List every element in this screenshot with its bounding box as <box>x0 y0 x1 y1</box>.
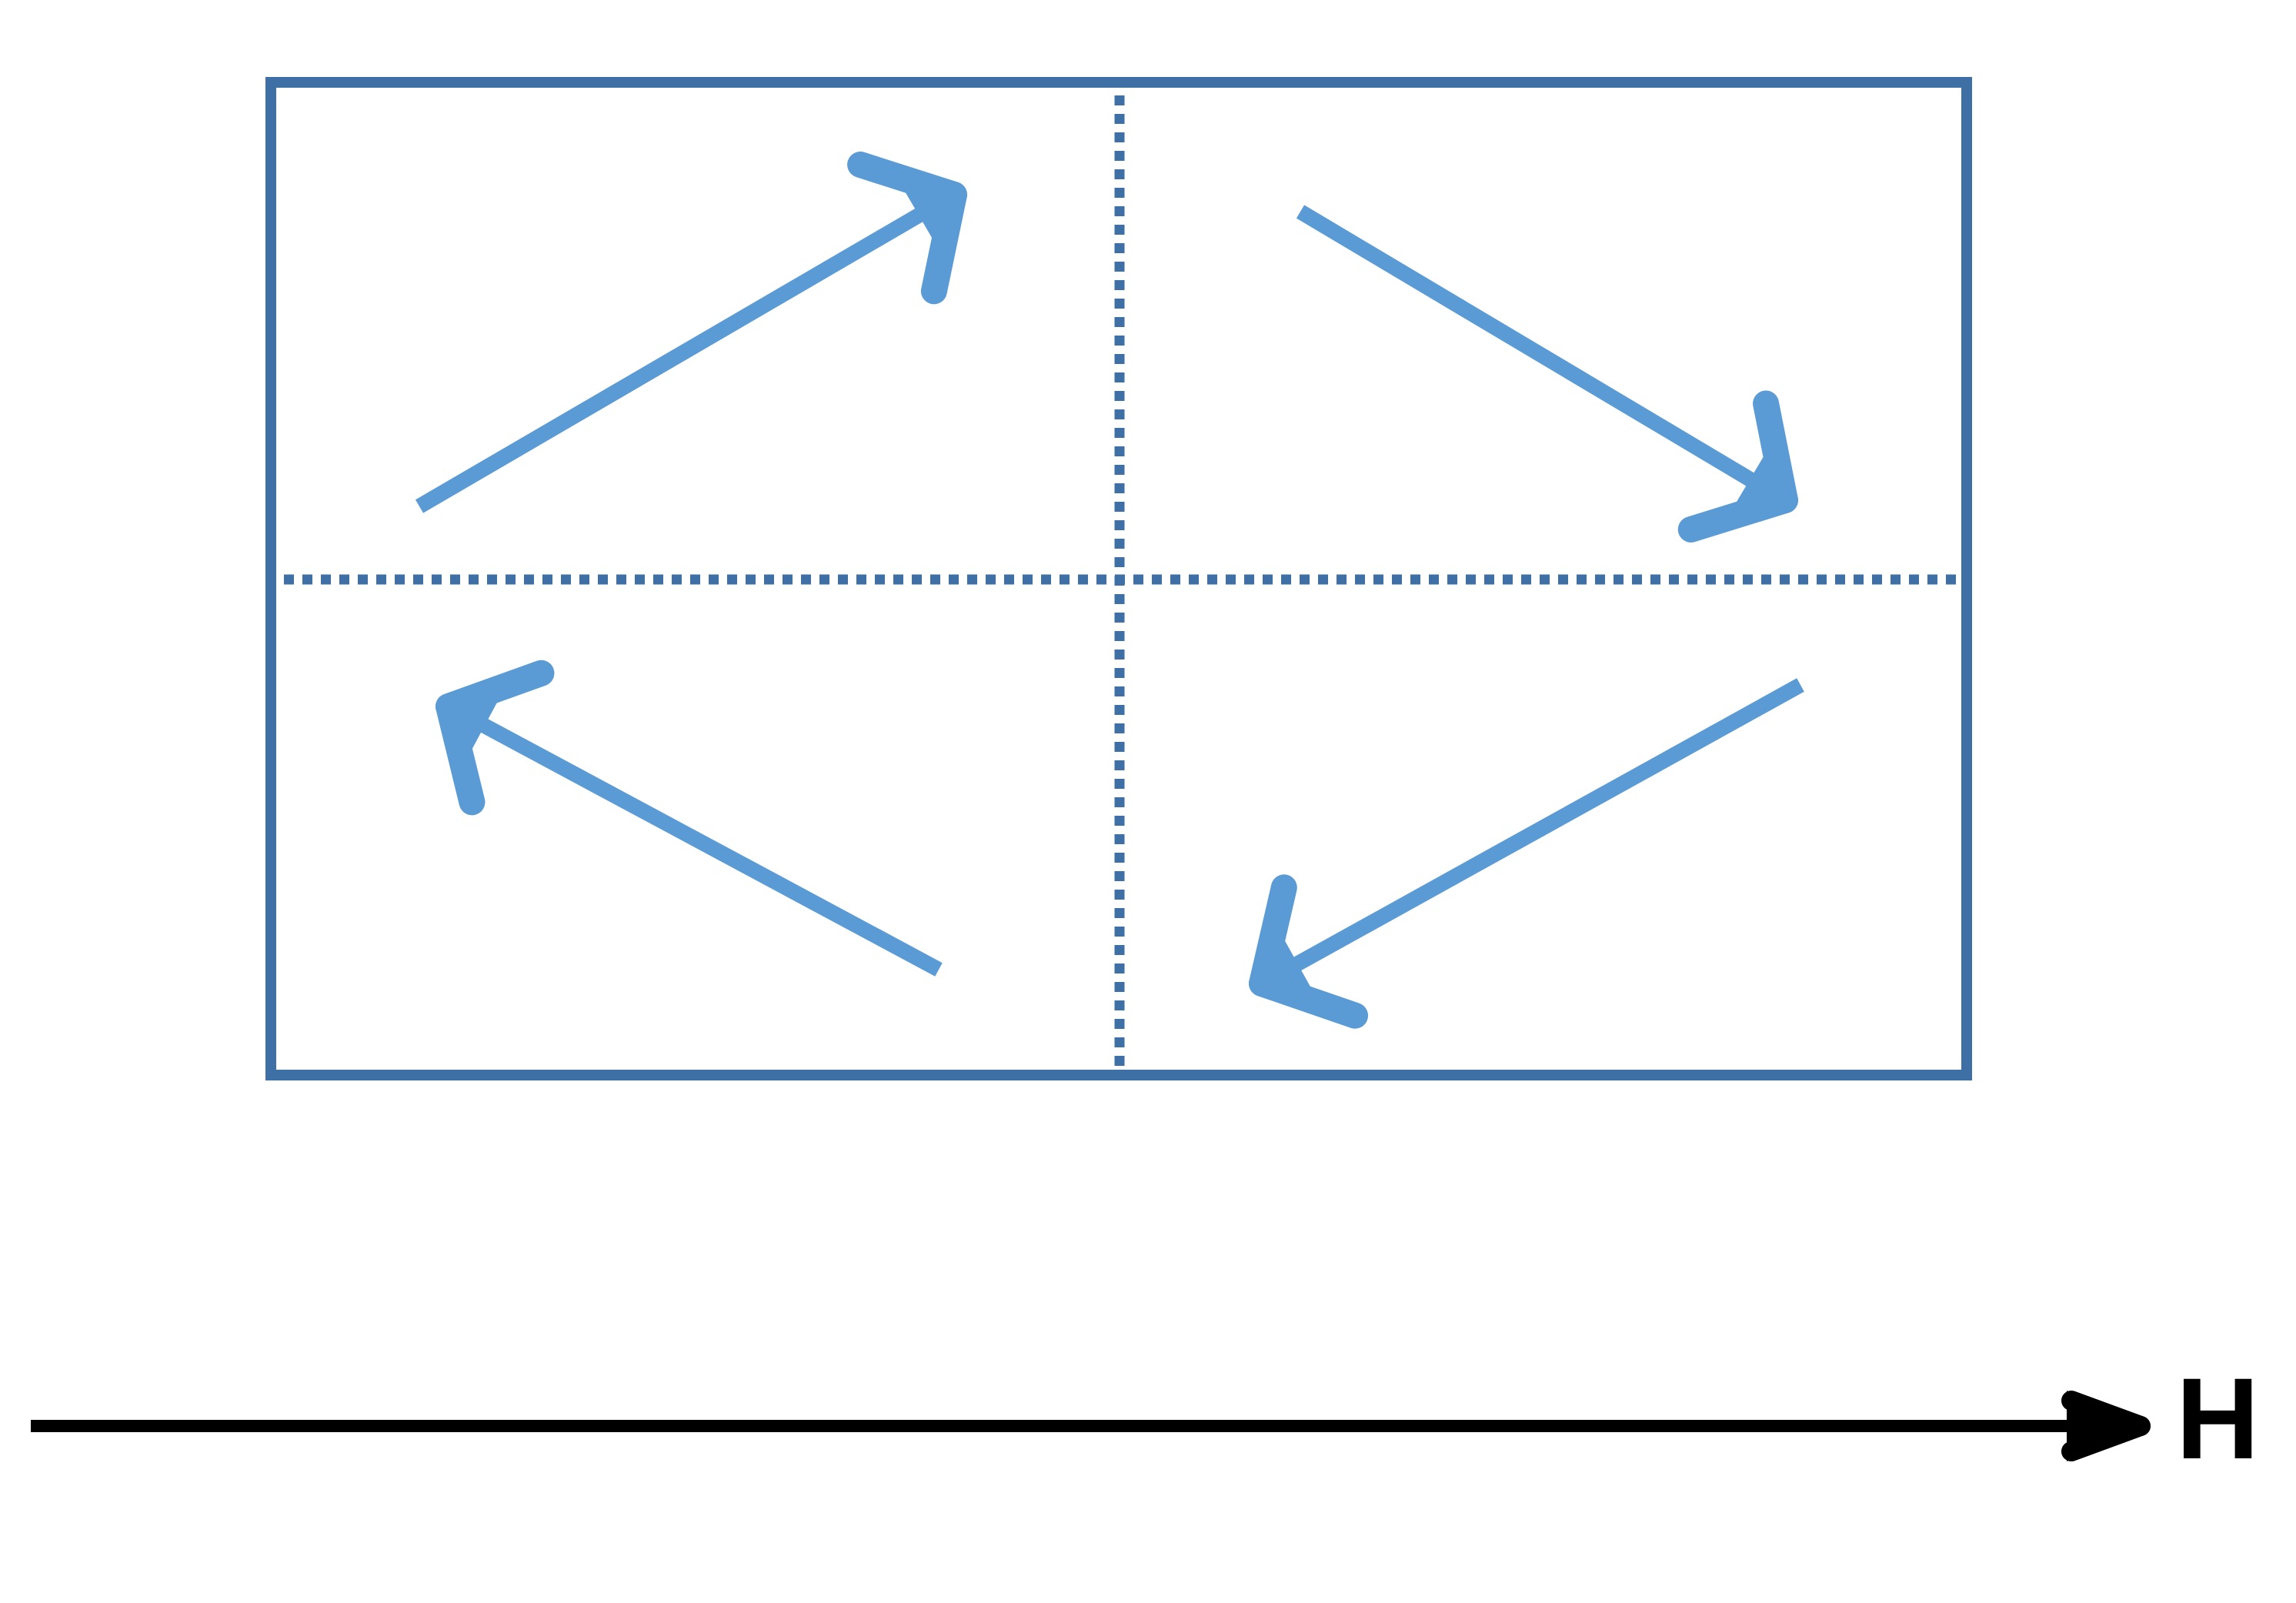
arrow-bottom-right-down-left <box>1249 678 1804 1029</box>
arrow-shaft <box>1263 678 1804 987</box>
arrow-top-left-up-right <box>415 151 967 513</box>
arrow-head-barb-upper <box>1677 487 1798 543</box>
arrow-shaft <box>415 191 953 513</box>
arrow-shaft <box>1296 205 1784 504</box>
h-axis-arrow <box>31 1391 2151 1461</box>
h-axis-label: H <box>2176 1354 2260 1483</box>
arrow-bottom-left-up-left <box>436 660 943 977</box>
arrow-head-barb-upper <box>920 182 967 305</box>
arrow-head-barb-lower <box>436 693 486 816</box>
arrow-head-barb-lower <box>1753 390 1798 513</box>
arrow-head-barb-upper <box>1249 874 1297 997</box>
arrow-head-barb-upper <box>436 660 555 720</box>
arrow-top-right-down-right <box>1296 205 1798 543</box>
arrow-head-barb-lower <box>847 151 967 208</box>
h-axis-head-barb-lower <box>2061 1416 2151 1461</box>
arrow-head-barb-lower <box>1249 970 1369 1029</box>
arrow-shaft <box>450 702 943 977</box>
